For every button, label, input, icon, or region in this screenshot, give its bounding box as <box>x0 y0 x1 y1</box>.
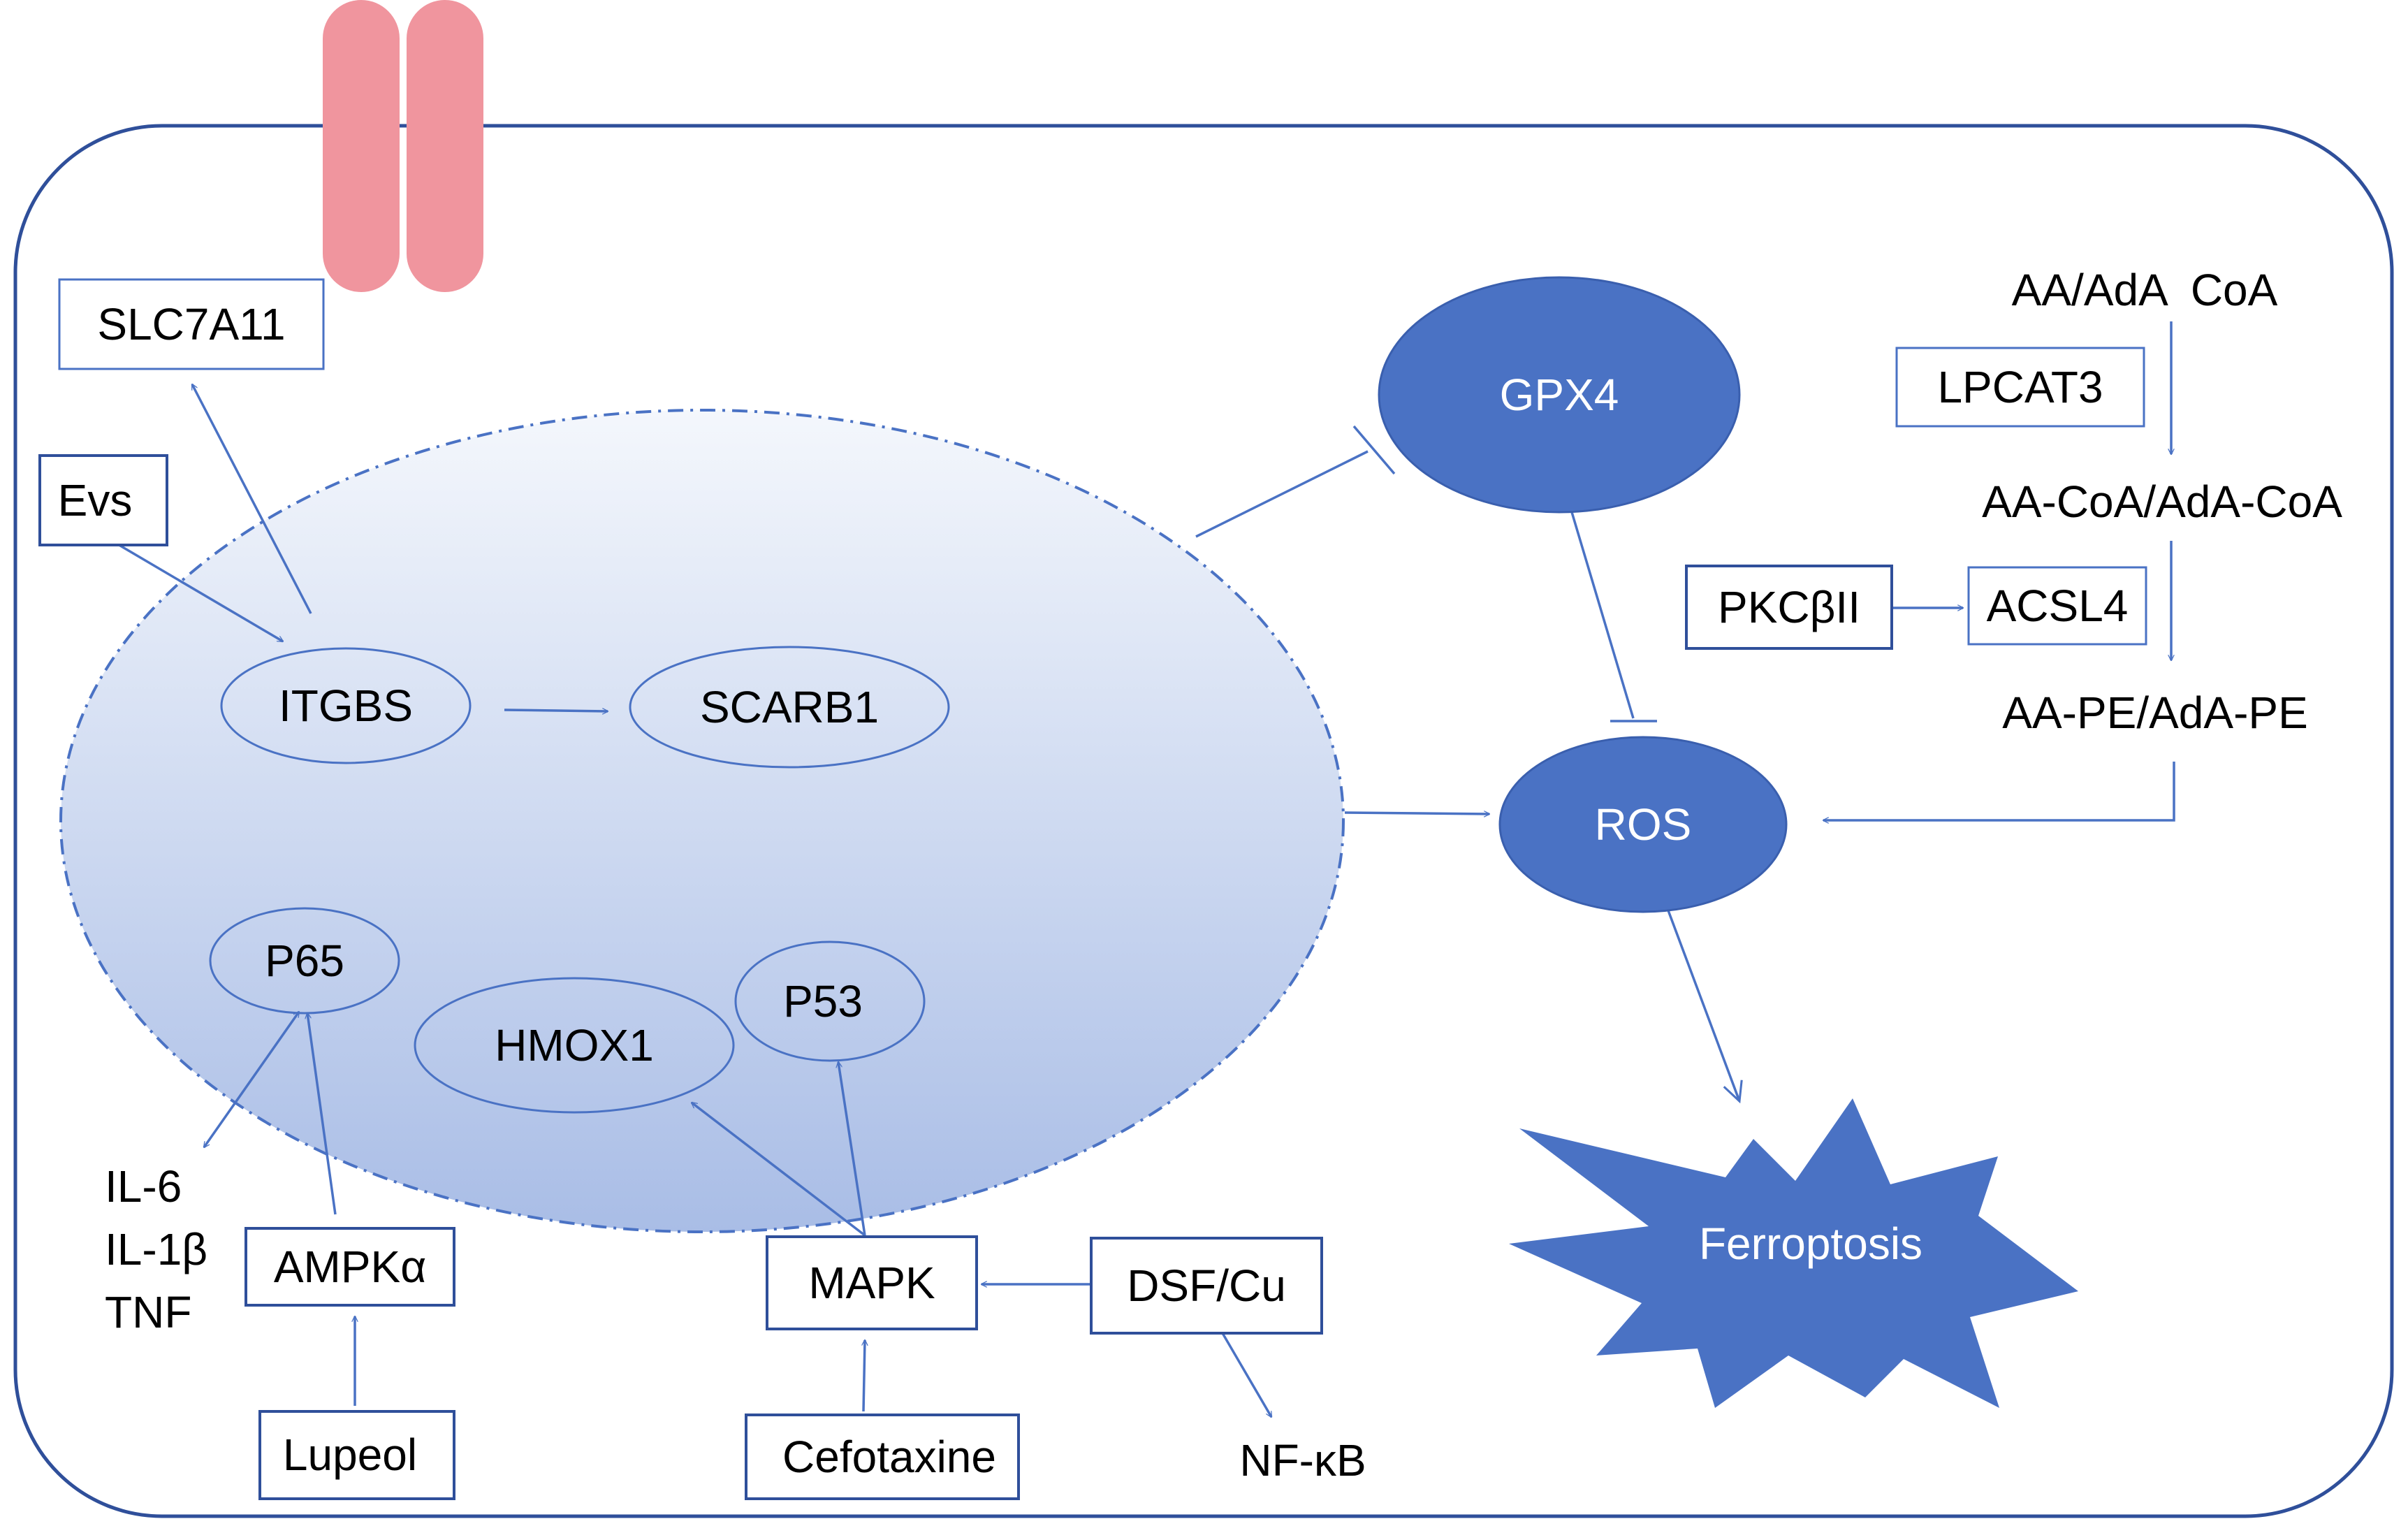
node-pkcbii: PKCβII <box>1685 565 1893 650</box>
p65-label: P65 <box>265 936 344 986</box>
node-scarb1: SCARB1 <box>629 646 950 769</box>
node-acsl4: ACSL4 <box>1967 566 2147 646</box>
p53-label: P53 <box>783 976 863 1026</box>
node-ampka: AMPKα <box>245 1227 455 1307</box>
pkcbii-label: PKCβII <box>1718 582 1860 632</box>
aa-coa-label: AA-CoA/AdA-CoA <box>1982 477 2342 527</box>
mapk-label: MAPK <box>808 1258 935 1308</box>
edge-itgbs-to-slc7a11 <box>191 384 312 614</box>
evs-label: Evs <box>58 475 133 525</box>
node-p53: P53 <box>734 940 926 1062</box>
node-slc7a11: SLC7A11 <box>58 278 325 370</box>
membrane-receptor-left <box>323 0 400 292</box>
ampka-label: AMPKα <box>274 1242 426 1292</box>
inhibit-bar-gpx4 <box>1352 425 1396 475</box>
ferroptosis-burst <box>1509 1098 2078 1408</box>
il6-label: IL-6 <box>105 1161 182 1212</box>
lpcat3-label: LPCAT3 <box>1937 362 2103 412</box>
aa-pe-label: AA-PE/AdA-PE <box>2002 688 2308 738</box>
node-gpx4: GPX4 <box>1378 276 1741 514</box>
edge-aape-to-ros <box>1823 762 2175 820</box>
nfkb-label: NF-κB <box>1239 1435 1366 1485</box>
edge-p65-to-il6 <box>203 1012 300 1147</box>
acsl4-label: ACSL4 <box>1987 581 2129 631</box>
node-dsfcu: DSF/Cu <box>1090 1237 1323 1335</box>
node-hmox1: HMOX1 <box>414 977 735 1114</box>
edge-itgbs-to-scarb1 <box>504 710 608 711</box>
gpx4-label: GPX4 <box>1500 370 1619 420</box>
edge-nucleus-to-ros <box>1344 813 1489 814</box>
node-cefotaxine: Cefotaxine <box>745 1414 1020 1500</box>
node-mapk: MAPK <box>766 1235 978 1330</box>
node-p65: P65 <box>209 907 400 1015</box>
membrane-receptor-right <box>407 0 483 292</box>
cytokine-list: IL-6 IL-1β TNF <box>105 1161 207 1337</box>
edge-mapk-to-hmox1 <box>692 1103 866 1237</box>
ros-label: ROS <box>1595 799 1692 850</box>
lupeol-label: Lupeol <box>283 1430 417 1480</box>
il1b-label: IL-1β <box>105 1224 207 1274</box>
nucleus <box>59 409 1345 1233</box>
edge-cefotaxine-to-mapk <box>863 1340 865 1412</box>
edge-nucleus-inhibits-gpx4 <box>1195 450 1369 538</box>
aa-ada-coa-label: AA/AdA CoA <box>2012 265 2278 315</box>
edge-gpx4-inhibits-ros <box>1570 511 1635 719</box>
scarb1-label: SCARB1 <box>700 682 879 732</box>
node-lupeol: Lupeol <box>258 1410 455 1500</box>
ferroptosis-label: Ferroptosis <box>1699 1219 1922 1269</box>
slc7a11-label: SLC7A11 <box>97 299 285 349</box>
cefotaxine-label: Cefotaxine <box>782 1432 996 1482</box>
dsfcu-label: DSF/Cu <box>1127 1260 1286 1311</box>
edge-dsfcu-to-nfkb <box>1221 1332 1273 1417</box>
edge-mapk-to-p53 <box>838 1062 866 1236</box>
tnf-label: TNF <box>105 1287 191 1337</box>
edge-ros-to-ferroptosis <box>1665 904 1739 1101</box>
node-itgbs: ITGBS <box>220 647 472 764</box>
edge-ampka-to-p65 <box>307 1013 337 1215</box>
node-ros: ROS <box>1498 736 1788 913</box>
edge-evs-to-itgbs <box>104 535 283 643</box>
node-ferroptosis: Ferroptosis <box>1509 1098 2078 1408</box>
node-evs: Evs <box>38 454 168 546</box>
hmox1-label: HMOX1 <box>495 1020 654 1070</box>
itgbs-label: ITGBS <box>279 681 413 731</box>
node-lpcat3: LPCAT3 <box>1895 347 2145 428</box>
